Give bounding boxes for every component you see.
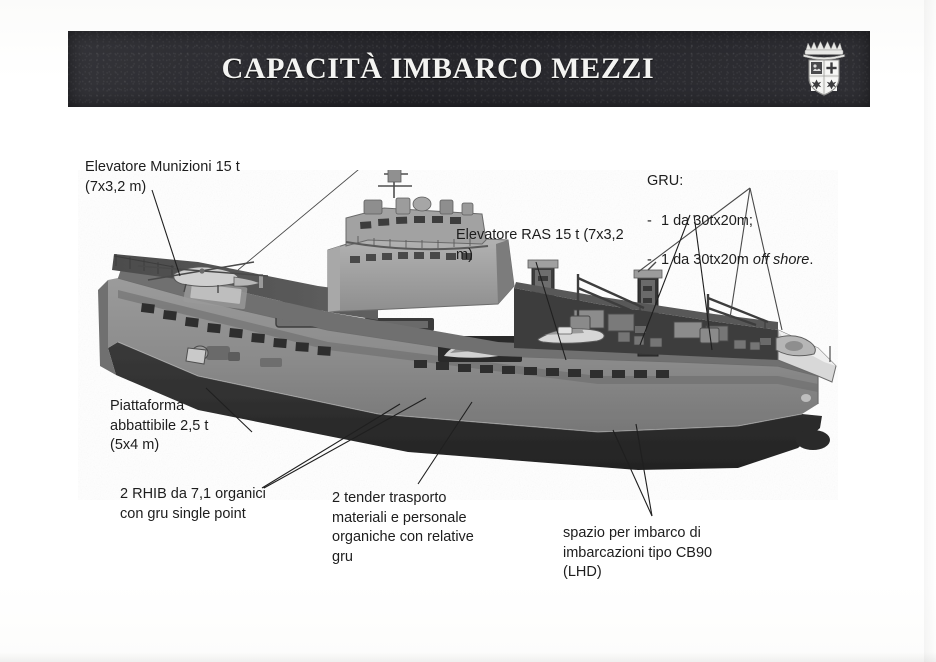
scan-edge-right xyxy=(924,0,936,662)
gru-dash-1: - xyxy=(647,212,652,229)
title-banner: CAPACITÀ IMBARCO MEZZI xyxy=(68,31,870,107)
gru-item-2: - 1 da 30tx20m off shore. xyxy=(647,251,907,271)
scan-edge-bottom xyxy=(0,652,936,662)
page-title: CAPACITÀ IMBARCO MEZZI xyxy=(221,52,655,85)
callout-elevatore-munizioni: Elevatore Munizioni 15 t (7x3,2 m) xyxy=(85,159,240,195)
callout-tender: 2 tender trasporto materiali e personale… xyxy=(332,490,474,565)
callout-elevatore-ras: Elevatore RAS 15 t (7x3,2 m) xyxy=(456,227,624,263)
gru-item-2-label: 1 da 30tx20m off shore. xyxy=(661,251,813,271)
callout-cb90: spazio per imbarco di imbarcazioni tipo … xyxy=(563,525,713,581)
callout-gru: GRU: - 1 da 30tx20m; - 1 da 30tx20m off … xyxy=(647,152,907,290)
gru-title: GRU: xyxy=(647,172,684,189)
gru-dash-2: - xyxy=(647,251,652,268)
callout-rhib: 2 RHIB da 7,1 organici con gru single po… xyxy=(120,486,266,522)
gru-item-2-end: . xyxy=(809,251,814,268)
italian-navy-crest-icon xyxy=(803,40,845,96)
callout-piattaforma-abbattibile: Piattaforma abbattibile 2,5 t (5x4 m) xyxy=(110,398,209,454)
gru-item-2-main: 1 da 30tx20m xyxy=(661,251,753,268)
gru-item-1-label: 1 da 30tx20m; xyxy=(661,212,753,229)
gru-item-2-italic: off shore xyxy=(752,251,810,268)
gru-item-1: - 1 da 30tx20m; xyxy=(647,212,907,232)
